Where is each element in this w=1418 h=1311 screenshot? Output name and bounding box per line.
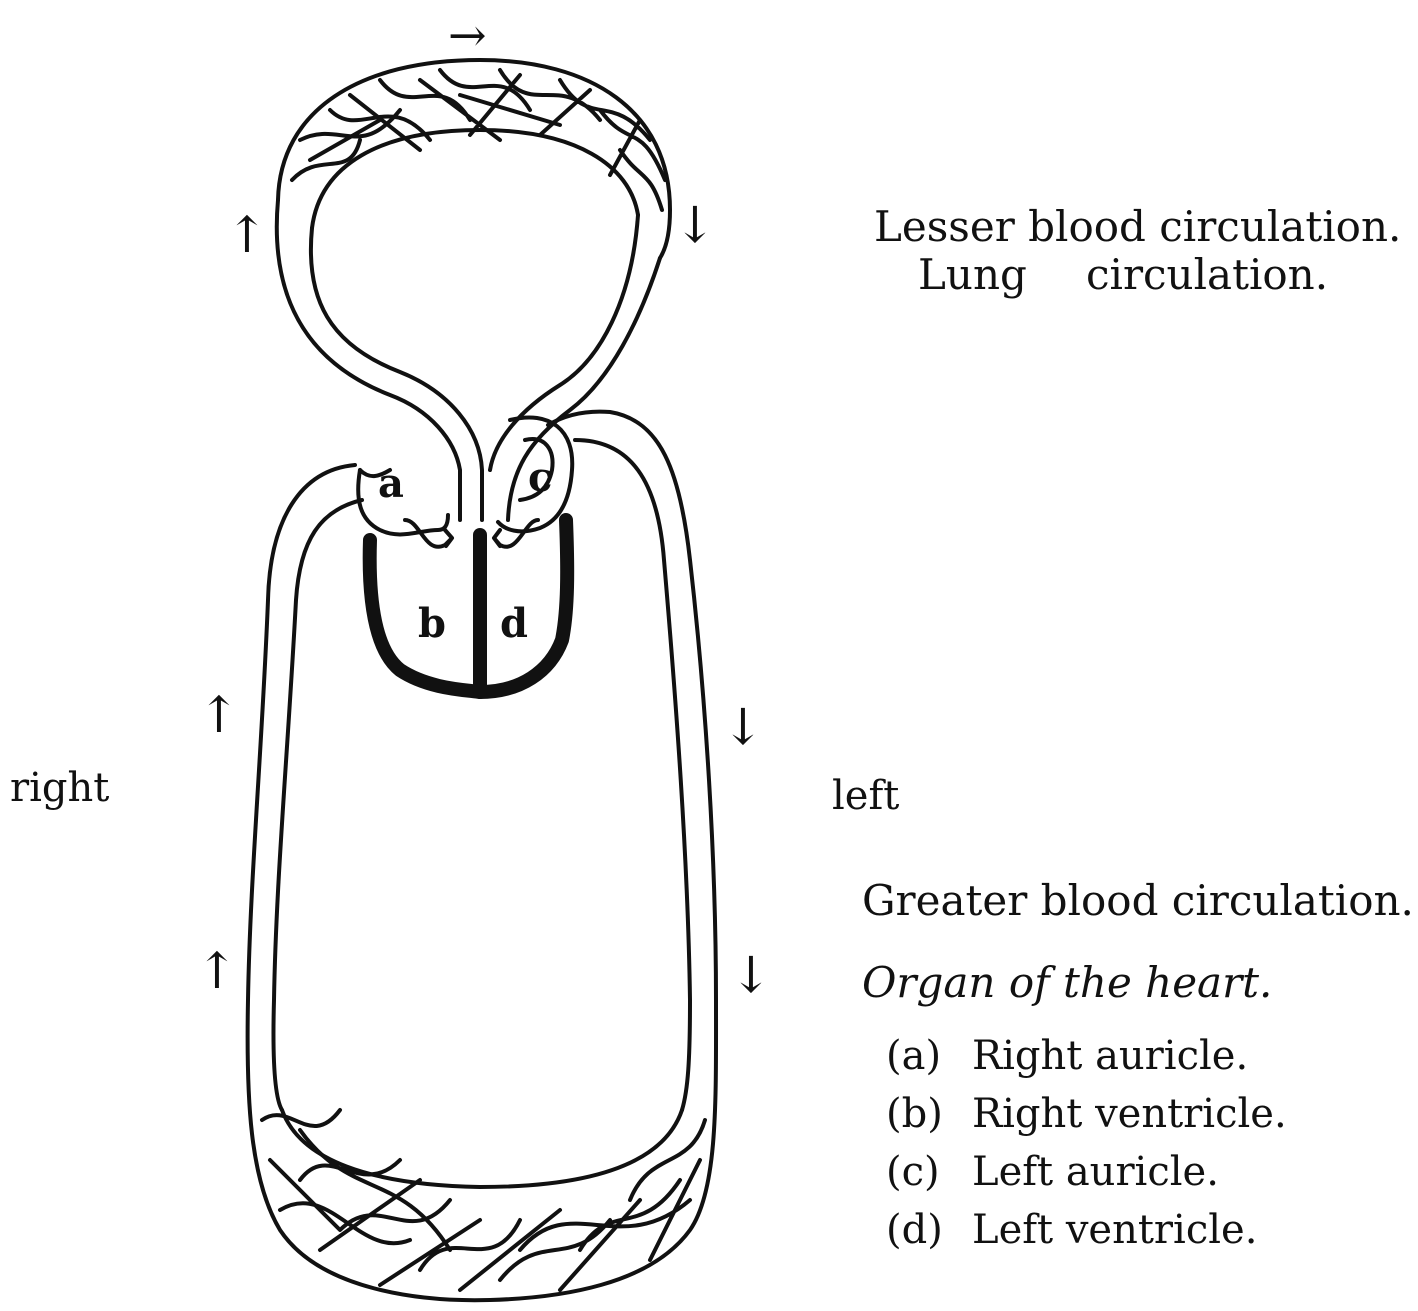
arrow-up-icon: ↑	[198, 690, 240, 740]
lesser-circulation-title: Lesser blood circulation.	[874, 206, 1401, 248]
chamber-label-c: c	[528, 458, 552, 498]
chamber-label-b: b	[418, 604, 446, 644]
arrow-up-icon: ↑	[196, 946, 238, 996]
legend-key: (a)	[886, 1036, 972, 1076]
arrow-down-icon: ↓	[674, 200, 716, 250]
lung-label: Lung	[918, 254, 1027, 296]
legend-item: (a)Right auricle.	[886, 1036, 1248, 1076]
lung-capillary-bed	[278, 60, 670, 258]
legend-heading: Organ of the heart.	[862, 962, 1272, 1004]
legend-label: Left auricle.	[972, 1149, 1219, 1195]
arrow-up-icon: ↑	[226, 210, 268, 260]
legend-item: (d)Left ventricle.	[886, 1210, 1257, 1250]
greater-circulation-title: Greater blood circulation.	[862, 880, 1414, 922]
legend-label: Right ventricle.	[972, 1091, 1287, 1137]
chamber-label-d: d	[500, 604, 528, 644]
pulmonary-loop	[277, 200, 660, 520]
arrow-down-icon: ↓	[722, 702, 764, 752]
arrow-right-icon: →	[448, 12, 487, 58]
legend-item: (c)Left auricle.	[886, 1152, 1219, 1192]
body-capillary-bed	[262, 1110, 705, 1290]
lung-circulation-label: circulation.	[1086, 254, 1328, 296]
legend-label: Left ventricle.	[972, 1207, 1257, 1253]
ventricles[interactable]	[370, 520, 568, 692]
side-label-right: right	[10, 768, 109, 808]
legend-key: (c)	[886, 1152, 972, 1192]
side-label-left: left	[832, 776, 899, 816]
legend-label: Right auricle.	[972, 1033, 1248, 1079]
chamber-label-a: a	[378, 464, 404, 504]
legend-key: (b)	[886, 1094, 972, 1134]
legend-item: (b)Right ventricle.	[886, 1094, 1287, 1134]
valves	[405, 520, 538, 547]
legend-key: (d)	[886, 1210, 972, 1250]
arrow-down-icon: ↓	[730, 950, 772, 1000]
